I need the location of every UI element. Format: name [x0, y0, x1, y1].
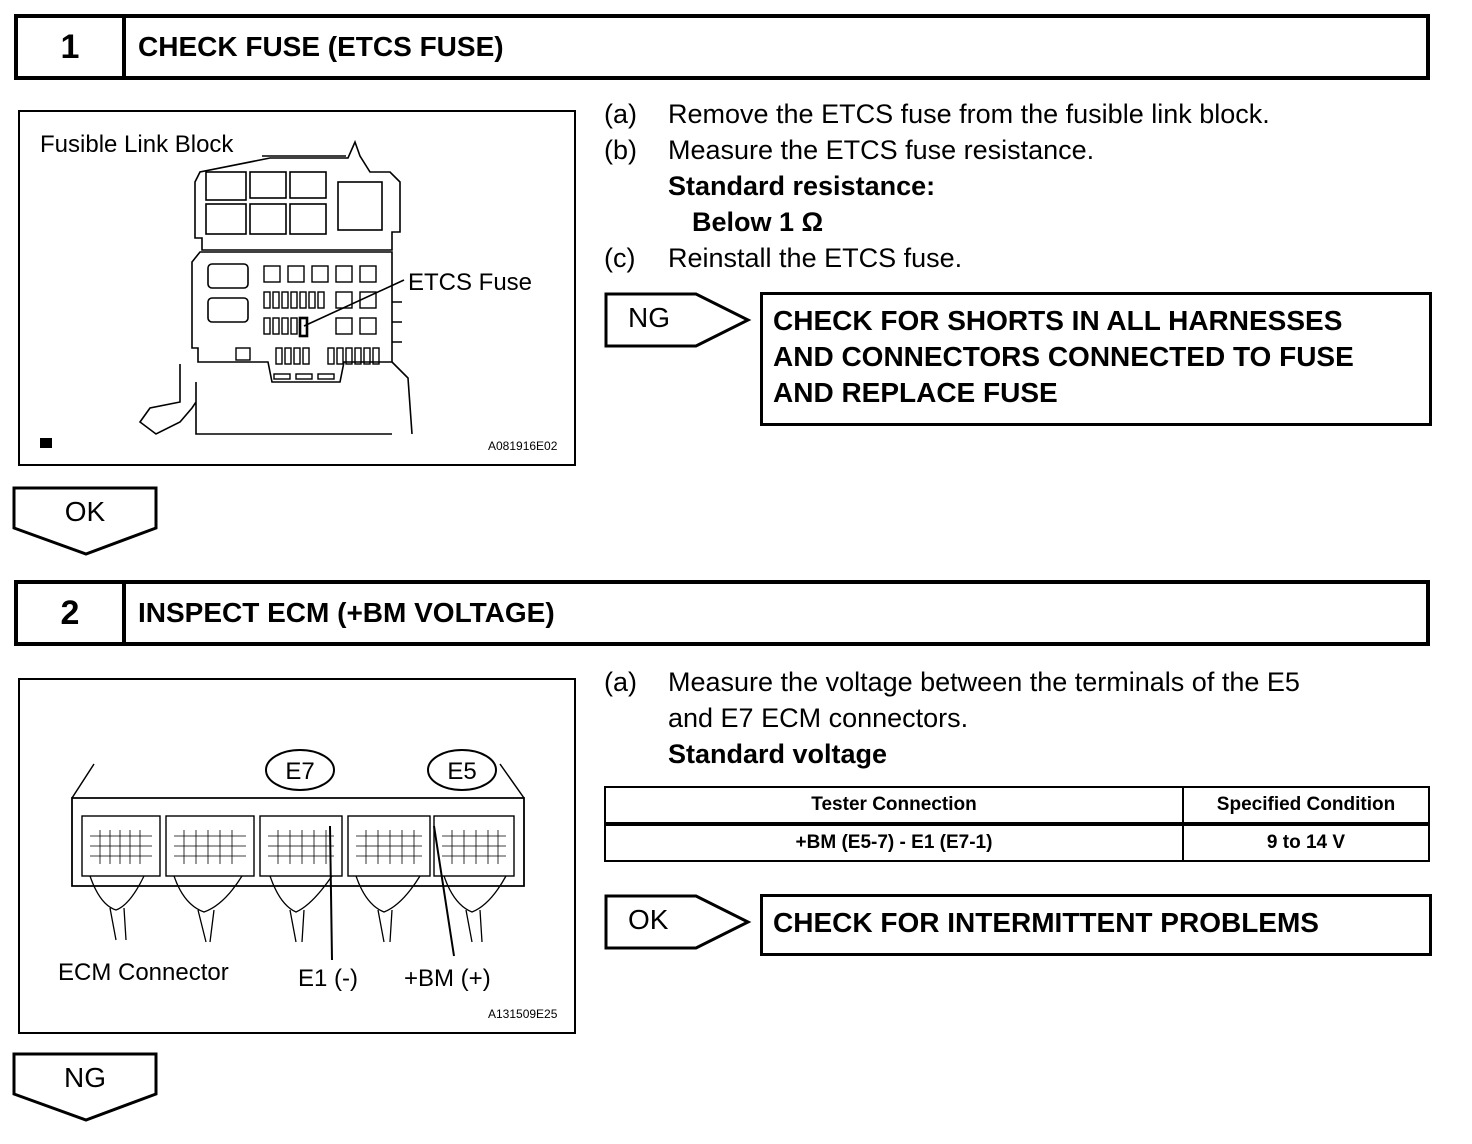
step-title: CHECK FUSE (ETCS FUSE) — [138, 31, 504, 62]
step-2-header: 2 INSPECT ECM (+BM VOLTAGE) — [14, 580, 1430, 646]
fusible-link-block-label: Fusible Link Block — [40, 131, 234, 158]
table-header: Tester Connection — [604, 786, 1184, 826]
ecm-connector-label: ECM Connector — [58, 959, 229, 986]
standard-voltage-label: Standard voltage — [668, 739, 888, 769]
fusible-link-block-figure: Fusible Link Block — [18, 110, 576, 466]
ok-down-arrow: OK — [12, 486, 160, 558]
ok-label: OK — [64, 496, 106, 527]
ecm-connector-figure: E7 E5 — [18, 678, 576, 1034]
table-cell: +BM (E5-7) - E1 (E7-1) — [604, 823, 1184, 862]
bm-terminal-label: +BM (+) — [404, 965, 491, 992]
step-number: 2 — [18, 584, 126, 642]
ng-result-line: AND CONNECTORS CONNECTED TO FUSE — [773, 341, 1354, 372]
ng-result-line: CHECK FOR SHORTS IN ALL HARNESSES — [773, 305, 1343, 336]
ok-result-text: CHECK FOR INTERMITTENT PROBLEMS — [773, 907, 1319, 938]
ok-label: OK — [628, 904, 669, 935]
standard-resistance-value: Below 1 Ω — [692, 207, 824, 237]
etcs-fuse-label: ETCS Fuse — [408, 269, 532, 296]
step-title: INSPECT ECM (+BM VOLTAGE) — [138, 597, 555, 628]
figure-code: A081916E02 — [488, 439, 558, 453]
table-header: Specified Condition — [1182, 786, 1430, 826]
ng-label: NG — [628, 302, 670, 333]
ok-arrow: OK — [604, 894, 754, 950]
table-cell: 9 to 14 V — [1182, 823, 1430, 862]
standard-resistance-label: Standard resistance: — [668, 171, 936, 201]
voltage-spec-table: Tester Connection Specified Condition +B… — [604, 786, 1430, 862]
ng-arrow: NG — [604, 292, 754, 348]
instruction-a-cont: and E7 ECM connectors. — [668, 703, 969, 733]
ng-label: NG — [64, 1062, 106, 1093]
ng-down-arrow: NG — [12, 1052, 160, 1124]
ng-result-line: AND REPLACE FUSE — [773, 377, 1058, 408]
step-1-instructions: (a) Remove the ETCS fuse from the fusibl… — [604, 99, 1270, 273]
table-row: +BM (E5-7) - E1 (E7-1) 9 to 14 V — [604, 823, 1430, 862]
e1-terminal-label: E1 (-) — [298, 965, 358, 992]
e7-connector-label: E7 — [285, 758, 314, 785]
step-number: 1 — [18, 18, 126, 76]
step-1-header: 1 CHECK FUSE (ETCS FUSE) — [14, 14, 1430, 80]
step-2-instructions: (a) Measure the voltage between the term… — [604, 664, 1430, 774]
figure-code: A131509E25 — [488, 1007, 558, 1021]
e5-connector-label: E5 — [447, 758, 476, 785]
ok-result-box: CHECK FOR INTERMITTENT PROBLEMS — [760, 894, 1432, 956]
ng-result-box: CHECK FOR SHORTS IN ALL HARNESSES AND CO… — [760, 292, 1432, 426]
view-orientation-icon — [40, 438, 52, 448]
